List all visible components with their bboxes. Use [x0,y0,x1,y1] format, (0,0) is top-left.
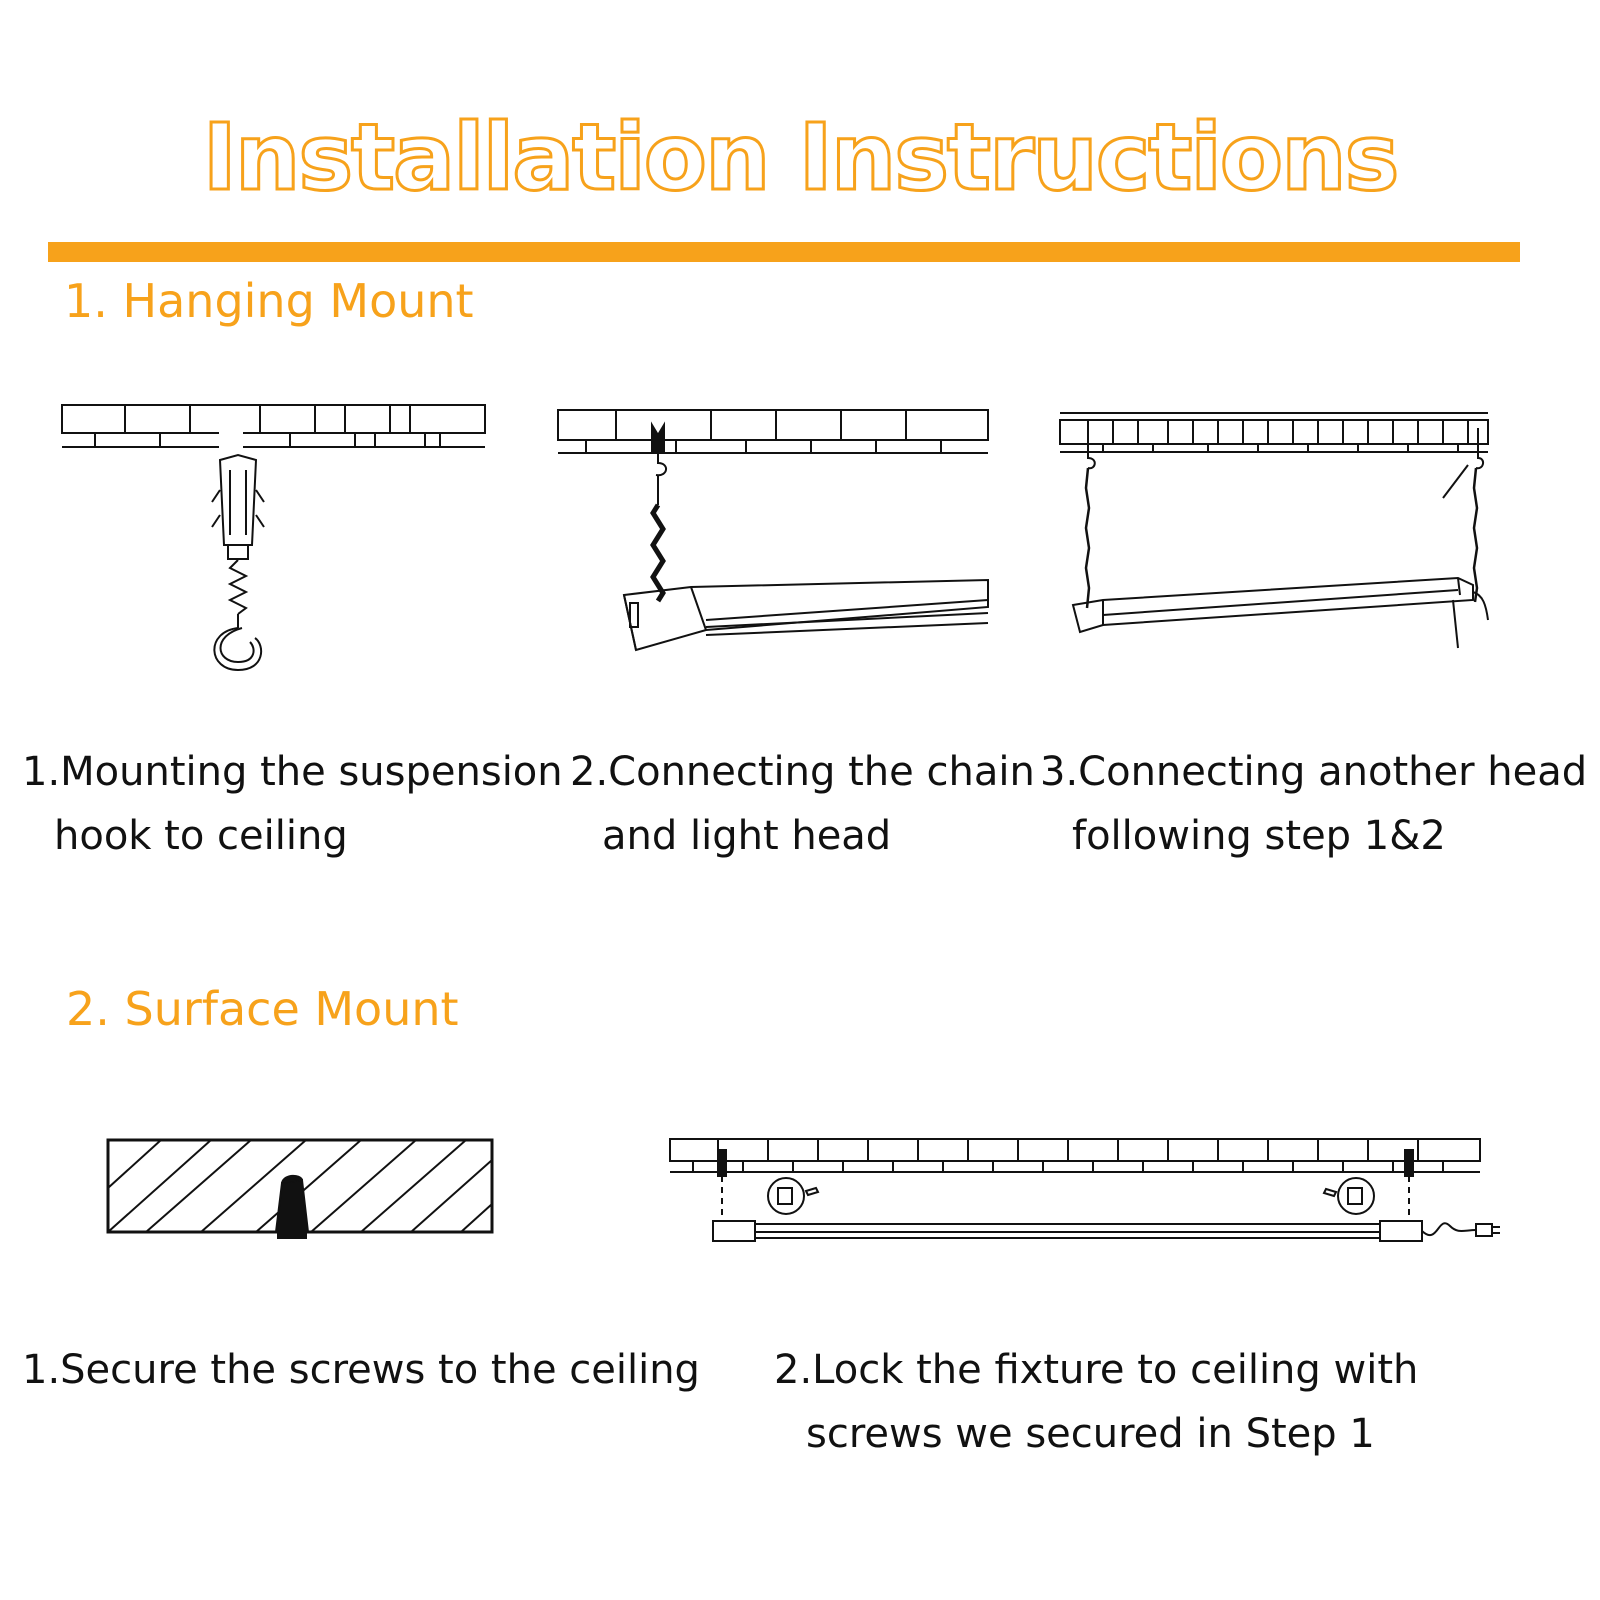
caption-line: 3.Connecting another head [1040,749,1588,795]
caption-line: and light head [602,813,892,859]
caption-hanging-step-2: 2.Connecting the chain and light head [570,740,1035,868]
caption-surface-step-2: 2.Lock the fixture to ceiling with screw… [774,1338,1418,1466]
hanging-fixture-icon [1059,412,1489,649]
caption-line: following step 1&2 [1072,813,1446,859]
caption-line: 1.Mounting the suspension [22,749,563,795]
caption-surface-step-1: 1.Secure the screws to the ceiling [22,1338,700,1402]
title-divider [48,242,1520,262]
caption-line: 1.Secure the screws to the ceiling [22,1347,700,1393]
caption-hanging-step-1: 1.Mounting the suspension hook to ceilin… [22,740,563,868]
caption-line: 2.Connecting the chain [570,749,1035,795]
caption-hanging-step-3: 3.Connecting another head following step… [1040,740,1587,868]
section-heading-surface: 2. Surface Mount [66,982,459,1036]
caption-line: screws we secured in Step 1 [806,1411,1375,1457]
anchor-and-hook-icon [61,404,486,672]
surface-fixture-icon [669,1138,1500,1242]
ceiling-screw-icon [106,1138,494,1239]
chain-light-head-icon [557,409,989,652]
caption-line: hook to ceiling [54,813,348,859]
page-title: Installation Instructions [201,104,1401,211]
section-heading-hanging: 1. Hanging Mount [64,274,474,328]
caption-line: 2.Lock the fixture to ceiling with [774,1347,1419,1393]
